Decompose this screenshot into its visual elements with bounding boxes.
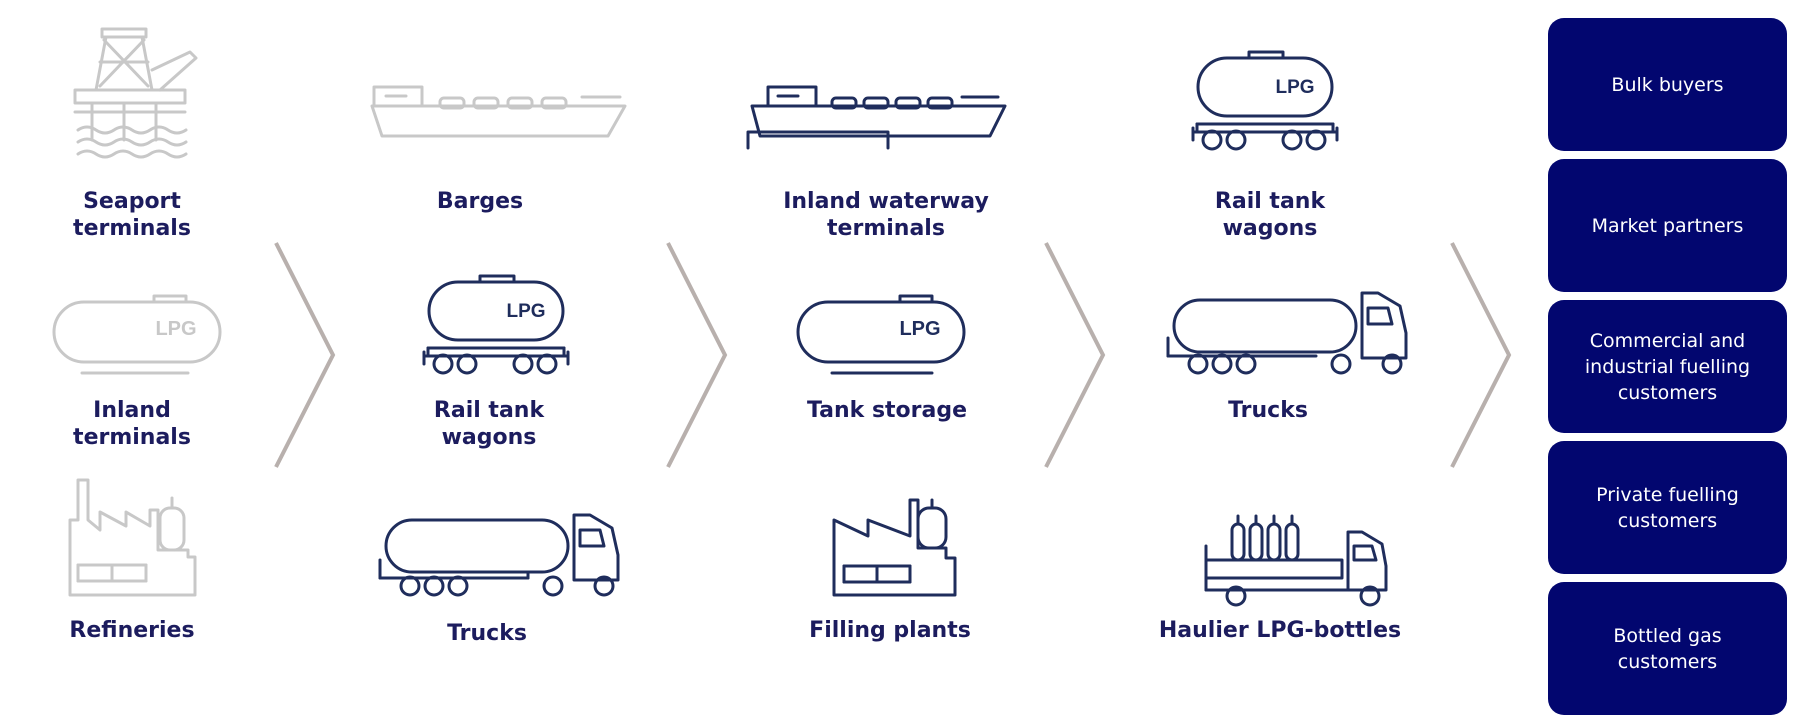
stage-label-rail-tank-wagons: Rail tank wagons	[433, 398, 545, 450]
stage-label-refineries: Refineries	[69, 618, 195, 643]
rail-tank-wagon-icon: LPG	[422, 274, 570, 375]
customer-box-bulk-buyers: Bulk buyers	[1548, 18, 1787, 151]
lpg-tank-icon: LPG	[796, 294, 966, 375]
waterway-terminal-icon	[746, 85, 1007, 150]
svg-text:LPG: LPG	[155, 318, 196, 340]
refinery-icon	[68, 478, 197, 597]
stage-label-trucks: Trucks	[1228, 398, 1308, 423]
chevron-arrow-icon	[1044, 242, 1106, 468]
tanker-truck-icon	[1166, 291, 1408, 375]
chevron-arrow-icon	[1450, 242, 1512, 468]
stage-label-filling-plants: Filling plants	[809, 618, 971, 643]
oil-platform-icon	[73, 27, 198, 159]
stage-label-inland-terminals: Inland terminals	[73, 398, 191, 450]
customer-box-commercial-industrial-fuelling: Commercial and industrial fuelling custo…	[1548, 300, 1787, 433]
rail-tank-wagon-icon: LPG	[1191, 50, 1339, 151]
lpg-tank-icon: LPG	[52, 294, 222, 375]
chevron-arrow-icon	[666, 242, 728, 468]
stage-label-trucks: Trucks	[447, 621, 527, 646]
stage-label-seaport-terminals: Seaport terminals	[73, 189, 191, 241]
stage-label-inland-waterway-terminals: Inland waterway terminals	[783, 189, 989, 241]
svg-text:LPG: LPG	[899, 318, 940, 340]
stage-label-haulier-lpg-bottles: Haulier LPG-bottles	[1158, 618, 1402, 643]
chevron-arrow-icon	[274, 242, 336, 468]
customer-box-private-fuelling: Private fuelling customers	[1548, 441, 1787, 574]
svg-text:LPG: LPG	[506, 301, 545, 322]
barge-icon	[370, 85, 627, 138]
stage-label-rail-tank-wagons: Rail tank wagons	[1214, 189, 1326, 241]
svg-text:LPG: LPG	[1275, 77, 1314, 98]
customer-box-bottled-gas: Bottled gas customers	[1548, 582, 1787, 715]
customer-box-market-partners: Market partners	[1548, 159, 1787, 292]
stage-label-tank-storage: Tank storage	[806, 398, 968, 423]
filling-plant-icon	[832, 498, 957, 597]
tanker-truck-icon	[378, 513, 620, 597]
stage-label-barges: Barges	[436, 189, 524, 214]
bottle-truck-icon	[1204, 514, 1388, 607]
